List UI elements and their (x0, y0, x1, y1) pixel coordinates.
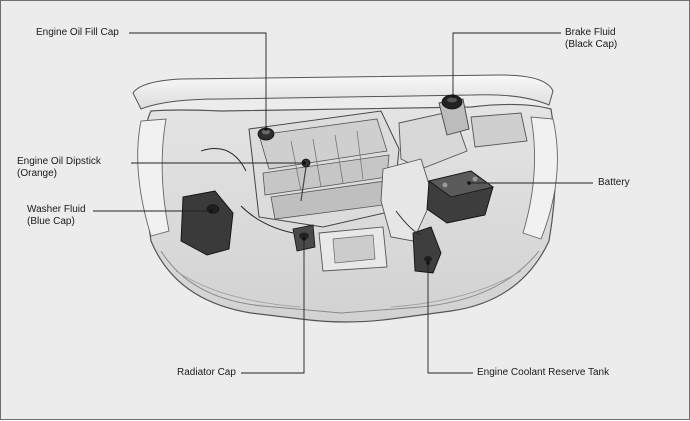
label-engine-coolant-reserve-tank: Engine Coolant Reserve Tank (477, 367, 609, 379)
engine-oil-dipstick-part (300, 158, 311, 202)
engine-oil-fill-cap-part (257, 127, 275, 141)
radiator-support (318, 226, 388, 272)
leader-dot-brake-fluid (451, 94, 455, 98)
coolant-reserve-tank-part (412, 226, 442, 274)
label-engine-oil-fill-cap-text: Engine Oil Fill Cap (36, 27, 119, 38)
leader-engine-oil-fill-cap (129, 32, 267, 129)
fuse-box (470, 112, 528, 148)
label-engine-coolant-reserve-tank-text: Engine Coolant Reserve Tank (477, 367, 610, 378)
label-engine-oil-dipstick-line1: Engine Oil Dipstick (17, 156, 101, 167)
leader-dot-washer-fluid (209, 209, 213, 213)
leader-dot-engine-oil-dipstick (302, 161, 306, 165)
battery-part (426, 170, 494, 224)
leader-engine-coolant-reserve-tank (427, 263, 473, 374)
label-engine-oil-fill-cap: Engine Oil Fill Cap (36, 27, 119, 39)
label-engine-oil-dipstick-line2: (Orange) (17, 168, 58, 179)
leader-dot-battery (467, 181, 471, 185)
label-brake-fluid: Brake Fluid (Black Cap) (565, 27, 617, 51)
leader-dot-engine-oil-fill-cap (264, 127, 268, 131)
leader-dot-radiator-cap (302, 237, 306, 241)
engine-block (248, 110, 400, 228)
label-battery-text: Battery (598, 177, 630, 188)
label-washer-fluid-line2: (Blue Cap) (27, 216, 75, 227)
label-brake-fluid-line1: Brake Fluid (565, 27, 616, 38)
label-battery: Battery (598, 177, 630, 189)
label-radiator-cap-text: Radiator Cap (177, 367, 236, 378)
brake-fluid-reservoir-part (438, 94, 470, 136)
leader-dot-engine-coolant-reserve-tank (426, 261, 430, 265)
raised-hood (132, 74, 554, 110)
callout-leaders (93, 32, 593, 374)
leader-brake-fluid (452, 32, 561, 96)
label-washer-fluid-line1: Washer Fluid (27, 204, 86, 215)
label-radiator-cap: Radiator Cap (177, 367, 236, 379)
label-washer-fluid: Washer Fluid (Blue Cap) (27, 204, 86, 228)
hoses (200, 148, 422, 236)
label-engine-oil-dipstick: Engine Oil Dipstick (Orange) (17, 156, 101, 180)
leader-radiator-cap (241, 239, 305, 374)
label-brake-fluid-line2: (Black Cap) (565, 39, 618, 50)
